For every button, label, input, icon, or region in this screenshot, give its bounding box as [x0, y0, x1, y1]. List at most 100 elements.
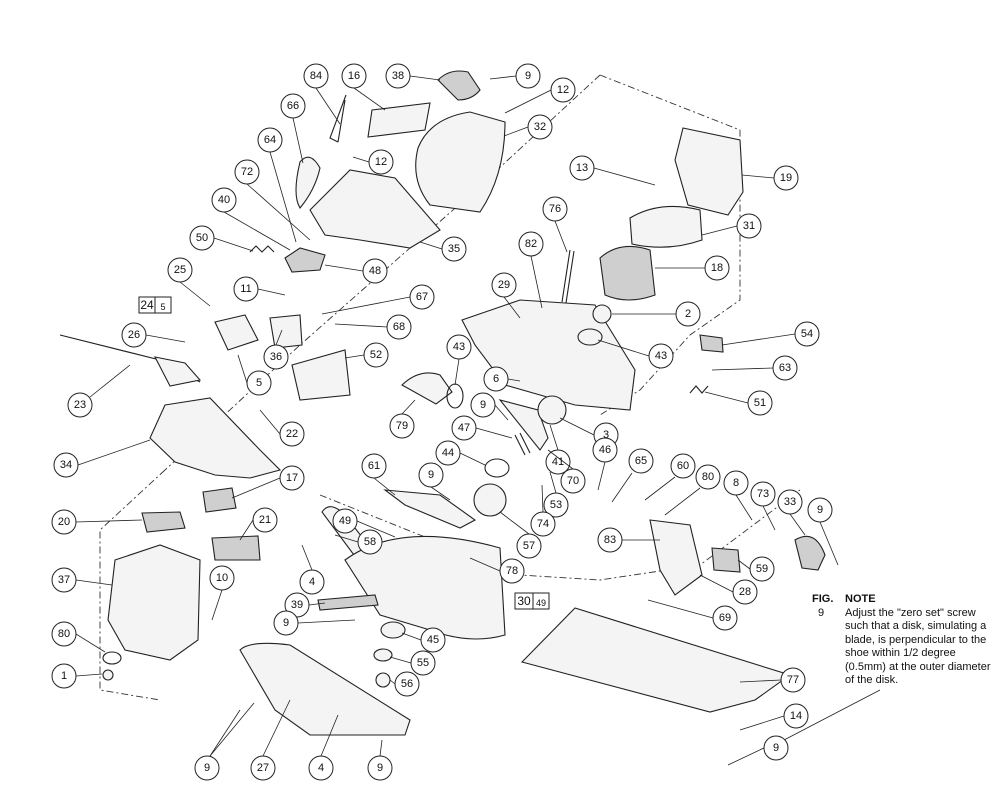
svg-text:9: 9: [204, 762, 210, 774]
svg-text:26: 26: [128, 329, 140, 341]
belt-52: [291, 349, 351, 401]
callout-4: 4: [308, 714, 339, 781]
svg-text:24: 24: [140, 298, 154, 312]
svg-text:25: 25: [174, 264, 186, 276]
callout-13: 13: [569, 155, 656, 186]
figure-note: FIG. NOTE 9 Adjust the "zero set" screw …: [812, 593, 998, 688]
o-ring-43a: [577, 328, 603, 346]
svg-text:48: 48: [369, 265, 381, 277]
field-assembly-19: [674, 127, 744, 216]
svg-text:8: 8: [733, 477, 739, 489]
svg-text:45: 45: [427, 634, 439, 646]
shaft-47: [514, 432, 531, 456]
callout-1: 1: [51, 663, 103, 689]
callout-31: 31: [701, 213, 762, 239]
callout-57: 57: [499, 511, 542, 559]
callout-28: 28: [699, 574, 758, 605]
callout-47: 47: [451, 415, 513, 441]
callout-19: 19: [741, 165, 799, 191]
svg-text:54: 54: [801, 328, 813, 340]
housing-34: [149, 397, 282, 479]
callout-33: 33: [777, 489, 806, 536]
callout-61: 61: [361, 453, 396, 496]
callout-58: 58: [334, 529, 383, 555]
svg-text:76: 76: [549, 203, 561, 215]
knob-33: [794, 535, 826, 571]
svg-text:17: 17: [286, 472, 298, 484]
gear-41: [537, 395, 567, 425]
svg-text:9: 9: [377, 762, 383, 774]
bracket-59: [711, 547, 741, 573]
callout-32: 32: [503, 114, 553, 140]
svg-text:37: 37: [58, 574, 70, 586]
washer-45: [380, 621, 406, 639]
callout-16: 16: [341, 63, 386, 111]
callout-21: 21: [239, 507, 278, 541]
callout-23: 23: [67, 364, 131, 418]
svg-text:61: 61: [368, 460, 380, 472]
svg-text:23: 23: [74, 399, 86, 411]
label-16: [367, 102, 431, 138]
callout-67: 67: [321, 284, 435, 315]
svg-text:5: 5: [160, 302, 165, 312]
box-label-30: 30 49: [514, 592, 550, 610]
callout-9: 9: [273, 610, 356, 636]
field-housing-37: [107, 544, 201, 661]
note-header-row: FIG. NOTE: [812, 593, 998, 607]
svg-text:80: 80: [58, 628, 70, 640]
svg-text:52: 52: [370, 349, 382, 361]
spring-40: [249, 245, 275, 253]
fan-baffle-31: [629, 205, 703, 248]
callout-50: 50: [189, 225, 254, 252]
callout-84: 84: [303, 63, 341, 125]
callout-27: 27: [250, 699, 291, 781]
callout-49: 49: [332, 508, 396, 538]
svg-text:78: 78: [506, 565, 518, 577]
callout-53: 53: [543, 471, 569, 518]
svg-text:82: 82: [525, 238, 537, 250]
upper-guard-27: [239, 642, 411, 736]
callout-63: 63: [711, 355, 798, 381]
svg-text:14: 14: [790, 710, 802, 722]
svg-text:70: 70: [567, 475, 579, 487]
callout-43: 43: [597, 339, 674, 369]
svg-text:9: 9: [525, 70, 531, 82]
callout-34: 34: [53, 439, 151, 478]
callout-37: 37: [51, 567, 113, 593]
svg-text:16: 16: [348, 70, 360, 82]
parts: [59, 70, 826, 736]
lever-3: [498, 399, 549, 451]
svg-text:46: 46: [599, 444, 611, 456]
callout-4: 4: [299, 544, 325, 595]
callout-9: 9: [418, 462, 451, 501]
callout-14: 14: [739, 703, 809, 731]
armature-18: [599, 245, 656, 301]
callout-69: 69: [647, 599, 738, 631]
callout-9: 9: [470, 392, 509, 421]
svg-text:10: 10: [216, 572, 228, 584]
svg-text:2: 2: [685, 308, 691, 320]
svg-text:59: 59: [756, 563, 768, 575]
bevel-bracket-83: [649, 519, 703, 596]
svg-text:21: 21: [259, 514, 271, 526]
svg-text:9: 9: [428, 469, 434, 481]
callout-6: 6: [483, 366, 521, 392]
svg-text:83: 83: [604, 534, 616, 546]
shoe-77: [520, 607, 792, 713]
callout-80: 80: [51, 621, 106, 653]
svg-text:79: 79: [396, 420, 408, 432]
callout-17: 17: [231, 465, 305, 499]
callout-39: 39: [284, 592, 326, 618]
svg-text:39: 39: [291, 599, 303, 611]
callout-68: 68: [334, 314, 412, 340]
brush-spring-5: [214, 314, 259, 351]
callout-9: 9: [727, 689, 881, 766]
svg-text:19: 19: [780, 172, 792, 184]
fig-header: FIG.: [812, 593, 834, 605]
svg-text:31: 31: [743, 220, 755, 232]
callout-36: 36: [263, 329, 289, 370]
svg-text:66: 66: [287, 100, 299, 112]
svg-text:80: 80: [702, 471, 714, 483]
note-header: NOTE: [845, 593, 876, 605]
